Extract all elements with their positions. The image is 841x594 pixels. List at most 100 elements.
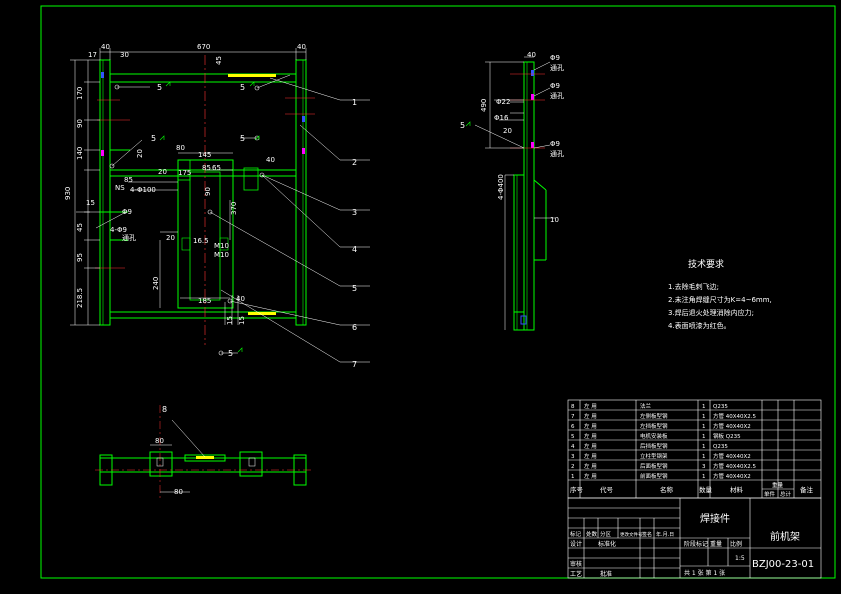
title-role-standard: 标准化 — [598, 540, 616, 548]
tech-requirement-1: 1.去除毛刺飞边; — [668, 283, 720, 291]
svg-text:方管 40X40X2.5: 方管 40X40X2.5 — [713, 462, 757, 470]
svg-text:Q235: Q235 — [713, 404, 728, 410]
table-row: 4 左 用 后挡板型钢 1 Q235 — [571, 442, 728, 450]
tech-requirement-2: 2.未注角焊缝尺寸为K=4~6mm, — [668, 296, 772, 304]
svg-text:方管 40X40X2: 方管 40X40X2 — [713, 422, 751, 430]
title-label-date: 年.月.日 — [656, 531, 674, 538]
dim-40b: 40 — [236, 295, 245, 303]
svg-text:左 用: 左 用 — [584, 412, 597, 420]
dim-85-center: 85 — [202, 164, 211, 172]
dim-40: 40 — [266, 156, 275, 164]
svg-text:代号: 代号 — [600, 485, 614, 494]
title-block — [567, 497, 822, 579]
title-label-sign: 签名 — [642, 531, 652, 538]
table-row: 8 左 用 法兰 1 Q235 — [571, 402, 728, 410]
side-callout-9c-note: 通孔 — [550, 149, 564, 158]
dim-17: 17 — [88, 51, 97, 59]
svg-text:左 用: 左 用 — [584, 462, 597, 470]
balloon-2: 2 — [352, 158, 357, 167]
hole-label-4-phi9: 4-Φ9 — [110, 226, 127, 234]
balloon-4: 4 — [352, 245, 357, 254]
svg-text:方管 40X40X2.5: 方管 40X40X2.5 — [713, 412, 757, 420]
svg-text:重量: 重量 — [772, 481, 784, 489]
title-scale: 1:5 — [735, 555, 745, 562]
parts-list-rows: 8 左 用 法兰 1 Q235 7 左 用 左侧板型钢 1 方管 40X40X2… — [571, 402, 757, 480]
dim-45-left: 45 — [76, 223, 84, 232]
hole-note-phi9: Φ9 — [122, 208, 132, 216]
svg-text:2: 2 — [571, 464, 575, 470]
svg-text:左挡板型钢: 左挡板型钢 — [640, 422, 668, 430]
title-stage-mark: 阶段标记 — [684, 540, 708, 548]
balloon-6: 6 — [352, 323, 357, 332]
dim-top-670: 670 — [197, 43, 210, 51]
table-row: 2 左 用 后面板型钢 3 方管 40X40X2.5 — [571, 462, 757, 470]
svg-text:5: 5 — [571, 434, 575, 440]
svg-text:名称: 名称 — [660, 485, 674, 494]
svg-text:3: 3 — [571, 454, 575, 460]
svg-text:方管 40X40X2: 方管 40X40X2 — [713, 452, 751, 460]
bottom-view — [95, 405, 312, 500]
dim-20b: 20 — [158, 168, 167, 176]
svg-text:左 用: 左 用 — [584, 472, 597, 480]
svg-text:前面板型钢: 前面板型钢 — [640, 472, 668, 480]
front-view — [70, 48, 370, 363]
svg-text:立柱型钢架: 立柱型钢架 — [640, 452, 668, 460]
dim-930: 930 — [64, 187, 72, 200]
dim-175: 175 — [178, 169, 191, 177]
title-role-review: 审核 — [570, 560, 582, 568]
title-role-approve: 批准 — [600, 570, 612, 578]
dim-4-100: 4-Φ100 — [130, 186, 156, 194]
title-role-design: 设计 — [570, 540, 582, 548]
dim-m10a: M10 — [214, 242, 229, 250]
dim-240: 240 — [152, 277, 160, 290]
title-drawing-number: BZJ00-23-01 — [752, 559, 814, 570]
side-dim-10: 10 — [550, 216, 559, 224]
bottom-dim-80a: 80 — [155, 437, 164, 445]
svg-text:备注: 备注 — [800, 485, 814, 494]
title-label-mark: 标记 — [570, 530, 582, 538]
dim-20c: 20 — [166, 234, 175, 242]
svg-text:左 用: 左 用 — [584, 432, 597, 440]
side-weld-label: 5 — [460, 121, 465, 130]
dim-20a: 20 — [136, 149, 144, 158]
top-bar — [109, 73, 297, 83]
dim-90: 90 — [76, 119, 84, 128]
table-row: 5 左 用 电机安装板 1 钢板 Q235 — [571, 432, 741, 440]
side-callout-9b-note: 通孔 — [550, 91, 564, 100]
side-callout-9a-note: 通孔 — [550, 63, 564, 72]
svg-text:1: 1 — [702, 404, 706, 410]
left-upright — [99, 59, 111, 326]
hole-note-through: 通孔 — [122, 233, 136, 242]
svg-text:左 用: 左 用 — [584, 442, 597, 450]
title-stage-weight: 重量 — [710, 540, 722, 548]
balloon-7: 7 — [352, 360, 357, 369]
title-drawing-title: 焊接件 — [700, 512, 730, 525]
title-role-process: 工艺 — [570, 570, 582, 578]
title-sheet: 共 1 张 第 1 张 — [684, 569, 725, 577]
sheet-frame — [40, 5, 836, 579]
tech-requirement-3: 3.焊后退火处理消除内应力; — [668, 309, 755, 317]
svg-text:方管 40X40X2: 方管 40X40X2 — [713, 472, 751, 480]
side-dim-40: 40 — [527, 51, 536, 59]
title-label-count: 处数 — [586, 530, 598, 538]
balloon-1: 1 — [352, 98, 357, 107]
bottom-dim-80b: 80 — [174, 488, 183, 496]
dim-85-left: 85 — [124, 176, 133, 184]
svg-text:1: 1 — [702, 444, 706, 450]
side-dim-phi22: Φ22 — [496, 98, 510, 106]
right-upright — [295, 59, 307, 326]
side-dim-4-400: 4-Φ400 — [497, 174, 505, 200]
svg-text:1: 1 — [702, 474, 706, 480]
svg-text:材料: 材料 — [730, 485, 744, 494]
svg-text:1: 1 — [702, 434, 706, 440]
side-callout-9b: Φ9 — [550, 82, 560, 90]
dim-15b: 15 — [226, 316, 234, 325]
svg-text:钢板 Q235: 钢板 Q235 — [713, 432, 741, 440]
motor-mount-plate — [177, 159, 234, 309]
dim-15c: 15 — [238, 316, 246, 325]
parts-list — [567, 399, 822, 499]
svg-text:8: 8 — [571, 404, 575, 410]
title-part-name: 前机架 — [770, 530, 800, 543]
title-label-zone: 分区 — [600, 530, 612, 538]
table-row: 7 左 用 左侧板型钢 1 方管 40X40X2.5 — [571, 412, 757, 420]
